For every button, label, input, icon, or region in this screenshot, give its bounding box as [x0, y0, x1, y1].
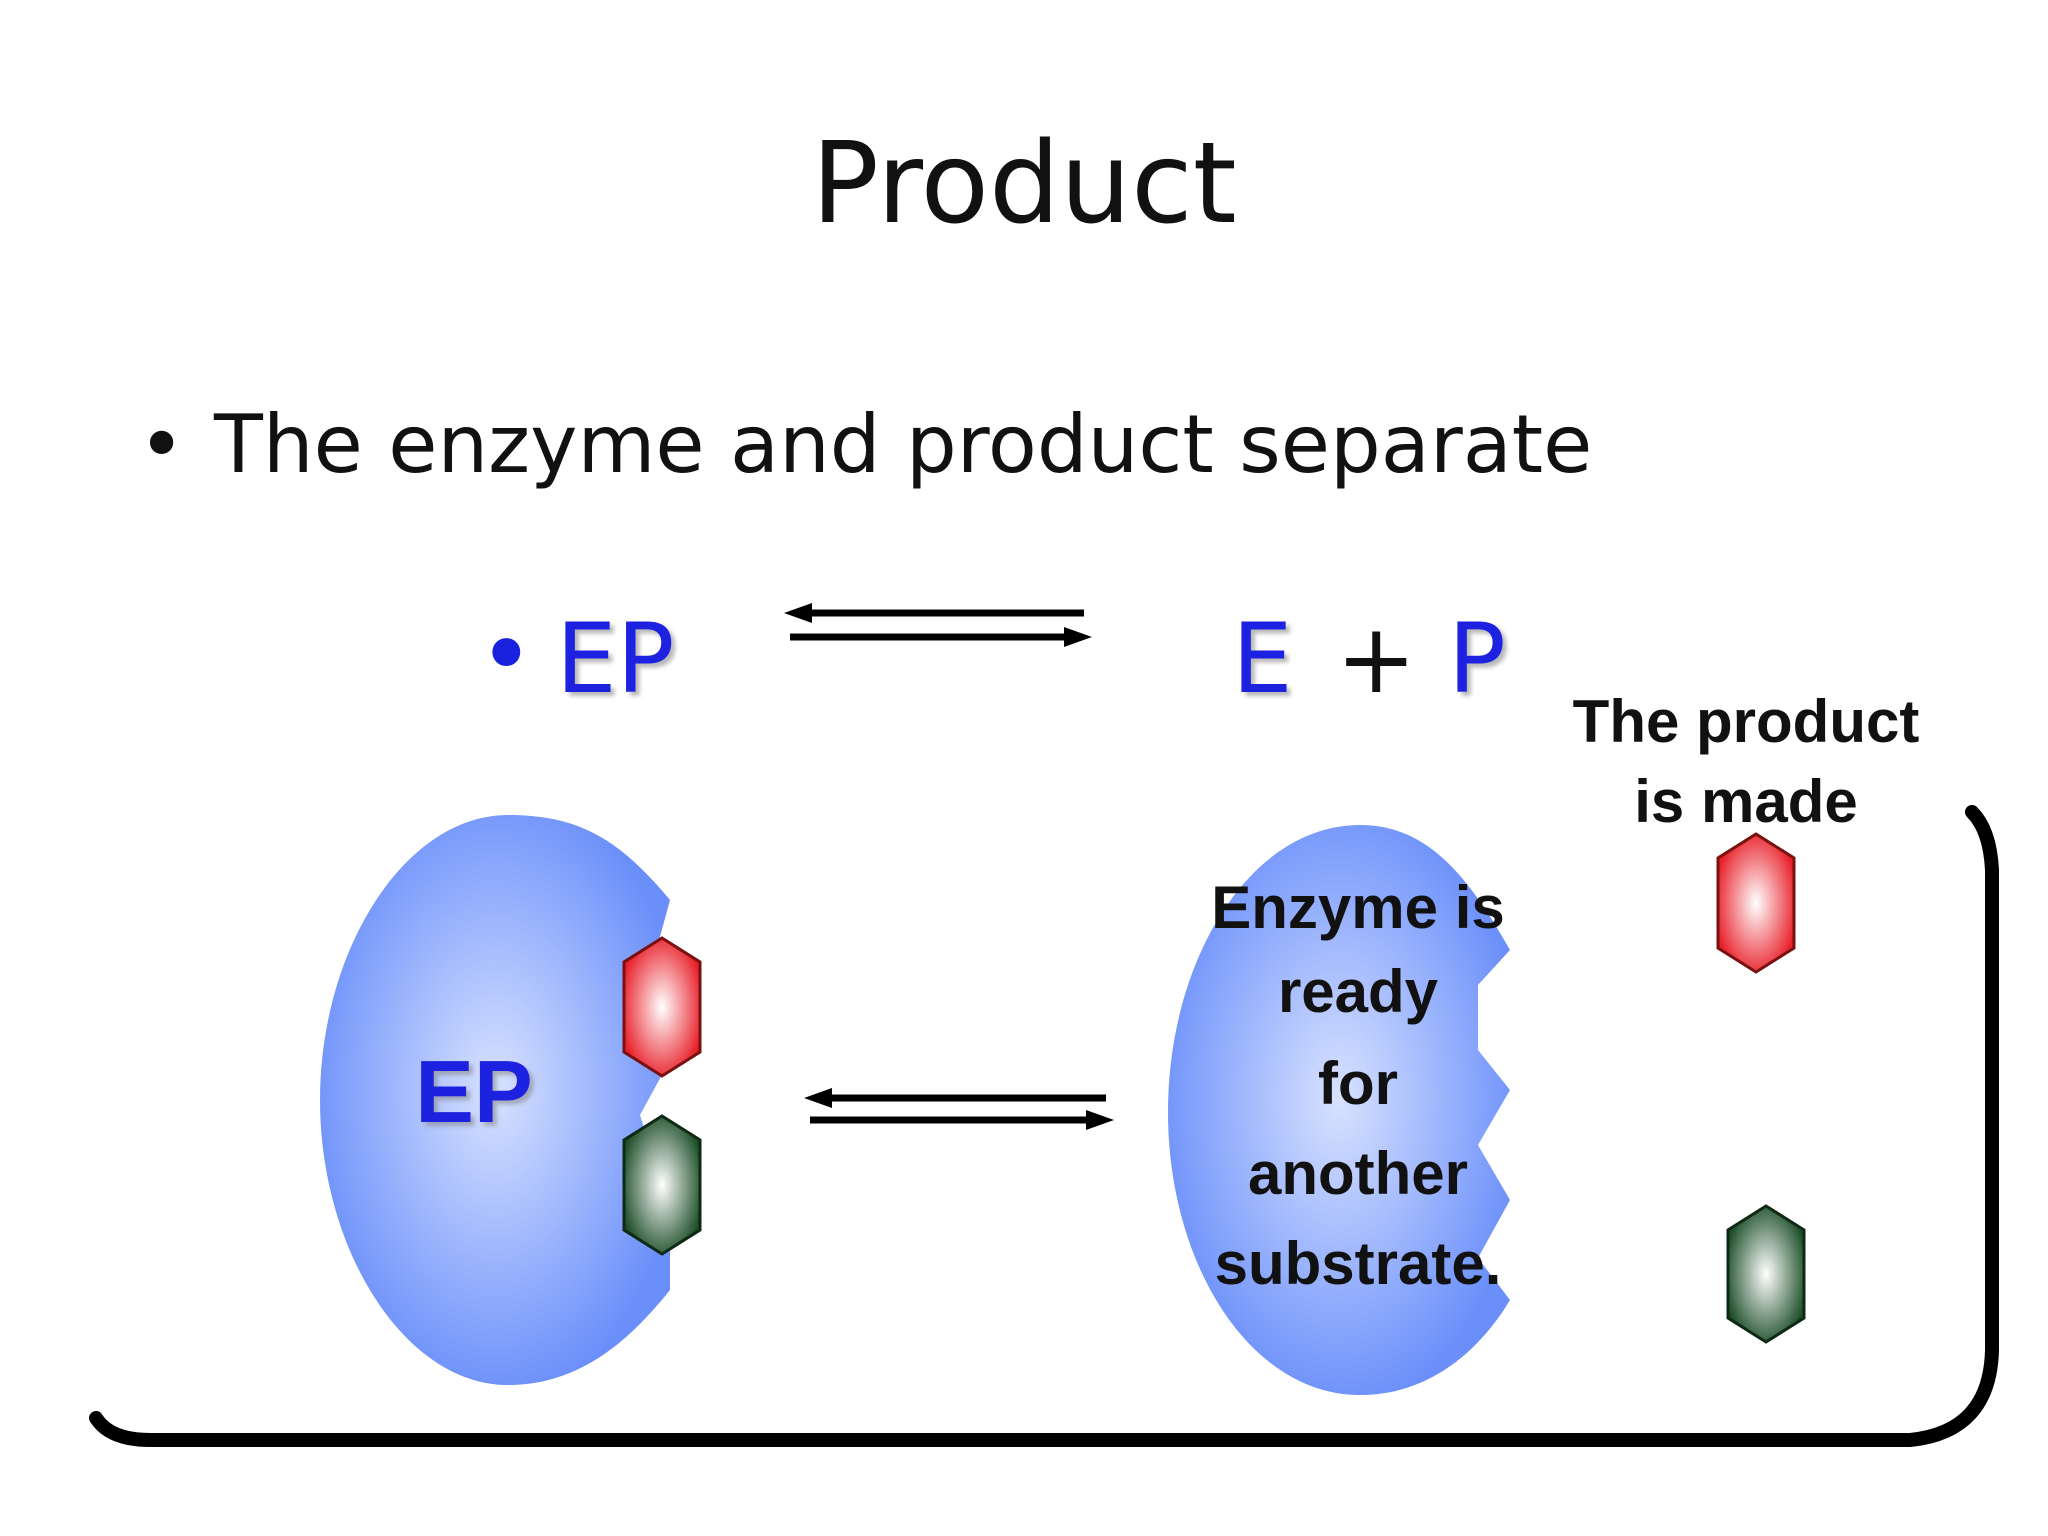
enzyme-ready-line-5: substrate. — [1215, 1230, 1502, 1297]
bullet-item: •The enzyme and product separate — [138, 405, 1592, 485]
equation-left-ep: EP — [556, 603, 675, 715]
enzyme-ready-line-1: Enzyme is — [1211, 874, 1504, 941]
enzyme-ready-line-3: for — [1318, 1050, 1398, 1117]
enzyme-ready-label: Enzyme is ready for another substrate. — [1211, 874, 1504, 1297]
equilibrium-arrows-top — [784, 603, 1092, 647]
product-made-line-1: The product — [1573, 688, 1920, 755]
enzyme-left-shape — [320, 815, 670, 1385]
enzyme-right-shape — [1168, 825, 1510, 1395]
product-red-hexagon-free — [1716, 832, 1796, 974]
product-green-hexagon-free — [1726, 1204, 1806, 1344]
equilibrium-arrows-middle — [804, 1088, 1114, 1130]
equation-plus: + — [1336, 603, 1416, 715]
enzyme-product-label: EP — [415, 1042, 532, 1141]
enzyme-ready-line-4: another — [1248, 1140, 1468, 1207]
product-red-hexagon-bound — [622, 936, 702, 1078]
enzyme-product-complex: EP — [320, 815, 702, 1385]
free-enzyme: Enzyme is ready for another substrate. — [1168, 825, 1510, 1395]
product-green-hexagon-bound — [622, 1114, 702, 1256]
product-made-line-2: is made — [1634, 768, 1857, 835]
equation-right-p: P — [1448, 603, 1506, 715]
panel-frame — [89, 805, 1999, 1447]
enzyme-ready-line-2: ready — [1278, 958, 1439, 1025]
bullet-dot-icon: • — [138, 398, 186, 491]
slide-title: Product — [811, 119, 1237, 249]
equation-right-e: E — [1232, 603, 1293, 715]
released-products: The product is made — [1573, 688, 1920, 1344]
equation-bullet-icon: • — [478, 599, 535, 711]
bullet-text: The enzyme and product separate — [214, 398, 1593, 491]
